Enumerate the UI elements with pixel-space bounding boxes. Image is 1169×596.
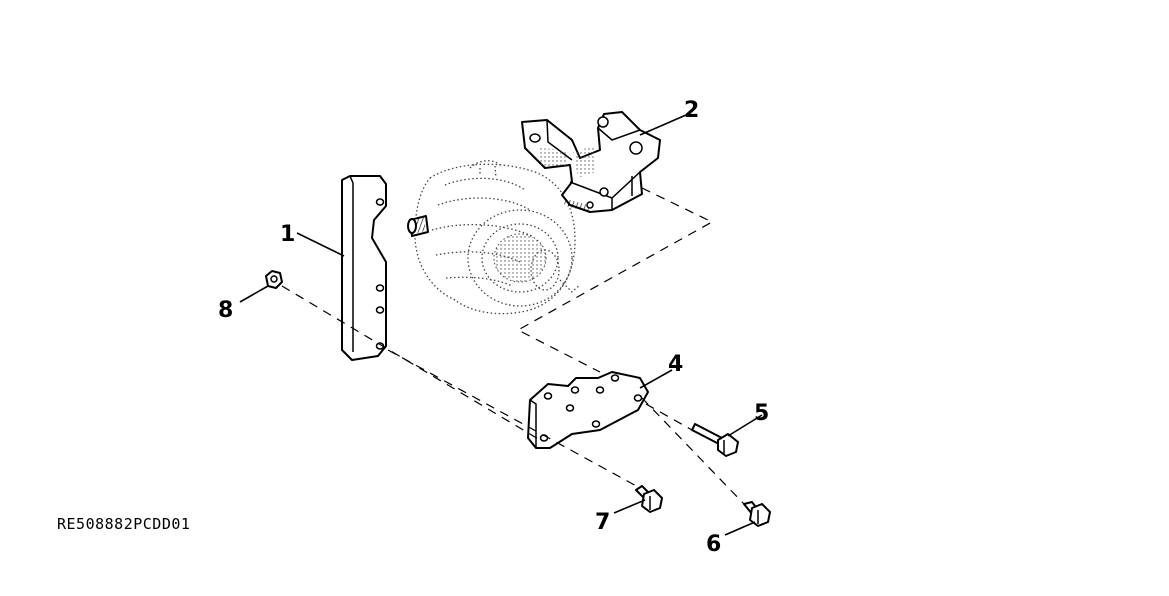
- callout-8: 8: [218, 298, 233, 323]
- part-5-long-bolt: [691, 423, 739, 457]
- assembly-lines: [281, 187, 745, 505]
- callout-6: 6: [706, 532, 721, 557]
- alternator-stud: [407, 215, 429, 237]
- callout-2: 2: [684, 98, 699, 123]
- callout-1: 1: [280, 222, 295, 247]
- reference-code: RE508882PCDD01: [57, 515, 190, 533]
- leader-lines: [239, 114, 763, 536]
- callout-7: 7: [595, 510, 610, 535]
- part-2-upper-bracket: [521, 111, 661, 213]
- part-8-nut: [265, 270, 283, 289]
- part-7-bolt: [635, 485, 663, 513]
- callout-4: 4: [668, 352, 683, 377]
- part-1-vertical-plate: [341, 175, 387, 361]
- part-4-lower-bracket: [527, 371, 649, 449]
- alternator-phantom: [414, 160, 581, 315]
- callout-5: 5: [754, 401, 769, 426]
- part-6-bolt: [743, 501, 771, 527]
